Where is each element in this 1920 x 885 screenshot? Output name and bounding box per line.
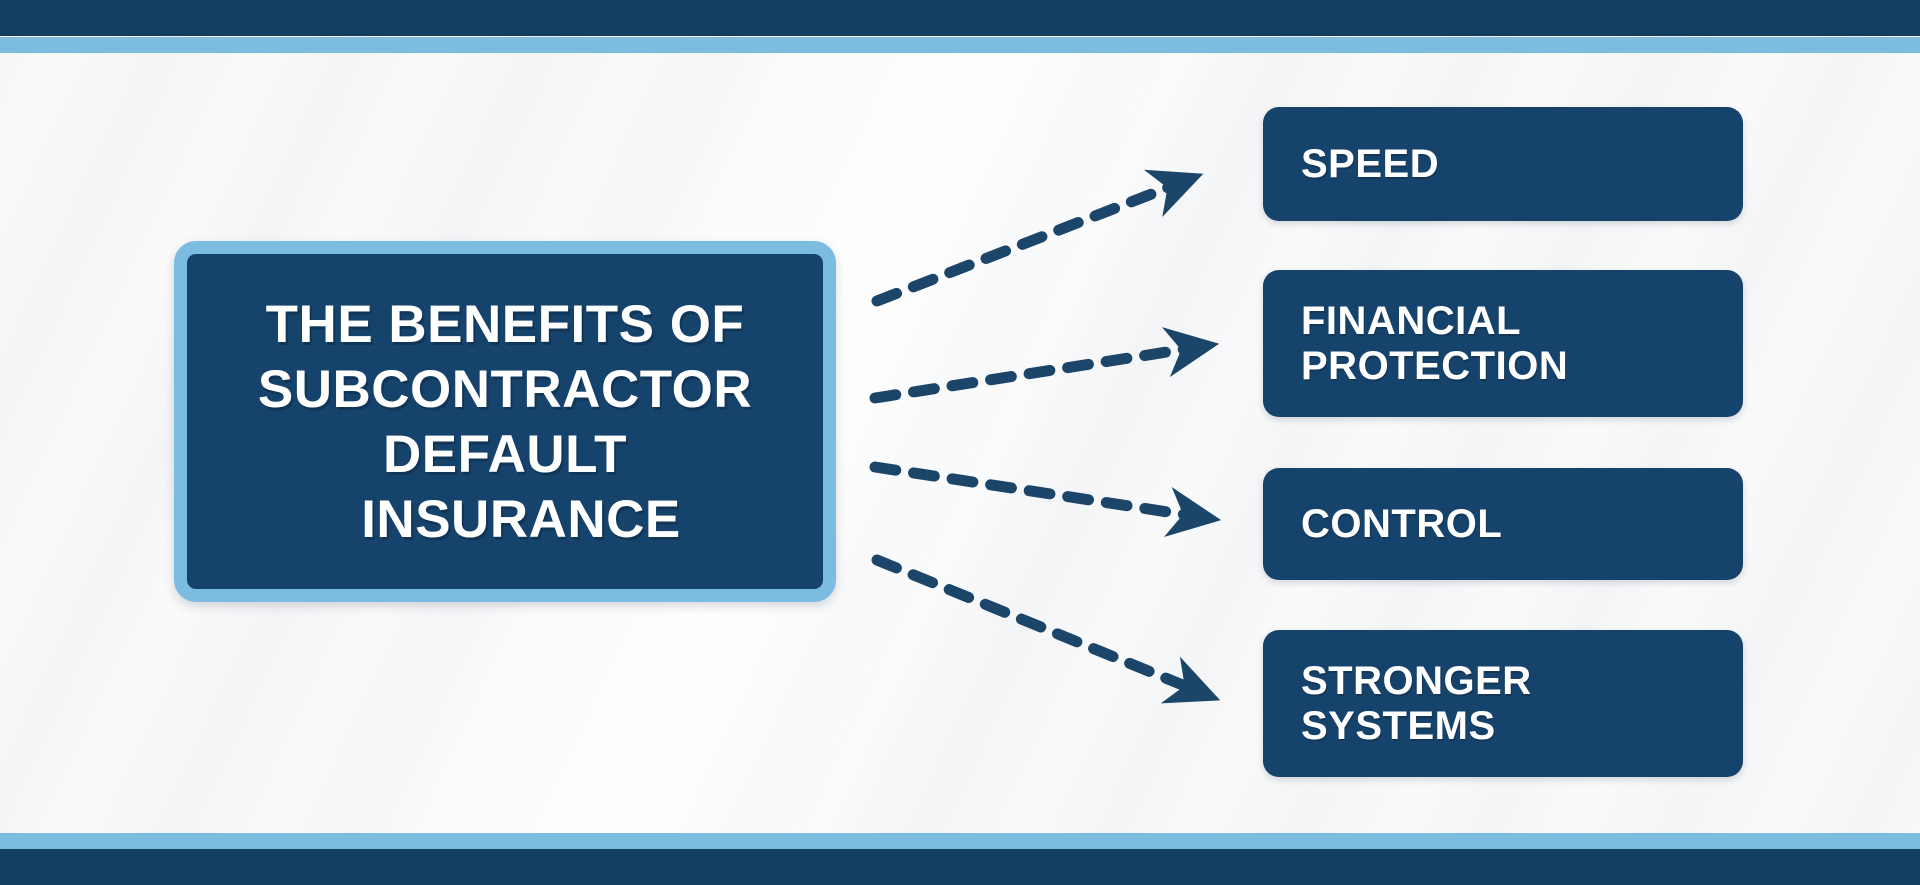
bottom-navy-bar — [0, 849, 1920, 885]
benefit-label-financial-protection: FINANCIAL PROTECTION — [1301, 298, 1569, 388]
benefit-box-financial-protection: FINANCIAL PROTECTION — [1263, 270, 1743, 417]
title-box: THE BENEFITS OF SUBCONTRACTOR DEFAULT IN… — [174, 241, 836, 602]
title-line-1: THE BENEFITS OF — [265, 294, 745, 354]
arrow-to-stronger-systems — [871, 554, 1221, 704]
benefit-label-stronger-systems: STRONGER SYSTEMS — [1301, 658, 1532, 748]
top-navy-bar — [0, 0, 1920, 36]
title-line-3: DEFAULT — [383, 424, 627, 484]
title-line-4: INSURANCE — [361, 489, 681, 549]
arrow-to-speed — [871, 169, 1204, 307]
benefit-box-speed: SPEED — [1263, 107, 1743, 221]
bottom-lightblue-accent-bar — [0, 833, 1920, 849]
benefit-label-control: CONTROL — [1301, 501, 1503, 546]
arrow-to-financial-protection — [869, 327, 1220, 404]
benefit-label-speed: SPEED — [1301, 141, 1440, 186]
benefit-box-stronger-systems: STRONGER SYSTEMS — [1263, 630, 1743, 777]
benefit-box-control: CONTROL — [1263, 468, 1743, 580]
arrow-to-control — [869, 461, 1222, 537]
top-lightblue-accent-bar — [0, 37, 1920, 53]
title-line-2: SUBCONTRACTOR — [257, 359, 753, 419]
